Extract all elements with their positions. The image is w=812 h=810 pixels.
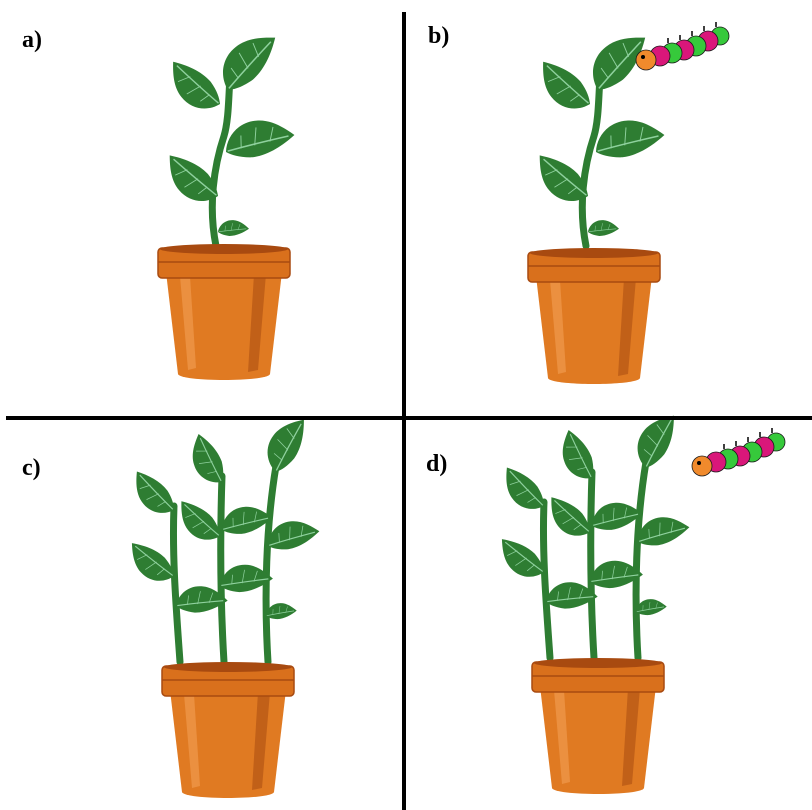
leaf-icon xyxy=(549,428,604,486)
leaf-icon xyxy=(263,413,307,476)
panel-c xyxy=(122,413,321,798)
plant-stem xyxy=(591,472,594,658)
panel-b xyxy=(527,22,729,384)
panel-label-d: d) xyxy=(426,452,447,476)
panel-label-a: a) xyxy=(22,28,42,52)
flower-pot-icon xyxy=(532,658,664,794)
leaf-icon xyxy=(586,215,620,241)
flower-pot-icon xyxy=(162,662,294,798)
plant-stem xyxy=(173,506,180,662)
flower-pot-icon xyxy=(528,248,660,384)
leaf-icon xyxy=(179,432,234,490)
plant-stem xyxy=(266,466,276,662)
panel-a xyxy=(157,22,297,380)
panel-d xyxy=(492,409,785,794)
panel-label-b: b) xyxy=(428,24,449,48)
plant-stem xyxy=(221,476,224,662)
triple-stem-plant xyxy=(122,413,321,662)
flower-pot-icon xyxy=(158,244,290,380)
leaf-icon xyxy=(216,215,250,241)
leaf-icon xyxy=(159,59,229,117)
leaf-icon xyxy=(529,59,599,117)
panel-label-c: c) xyxy=(22,456,41,480)
plant-stem xyxy=(636,462,646,658)
single-stem-plant xyxy=(157,22,297,246)
triple-stem-plant xyxy=(492,409,691,658)
plant-stem xyxy=(543,502,550,658)
caterpillar-icon xyxy=(692,428,785,476)
leaf-icon xyxy=(214,22,279,100)
caterpillar-icon xyxy=(636,22,729,70)
